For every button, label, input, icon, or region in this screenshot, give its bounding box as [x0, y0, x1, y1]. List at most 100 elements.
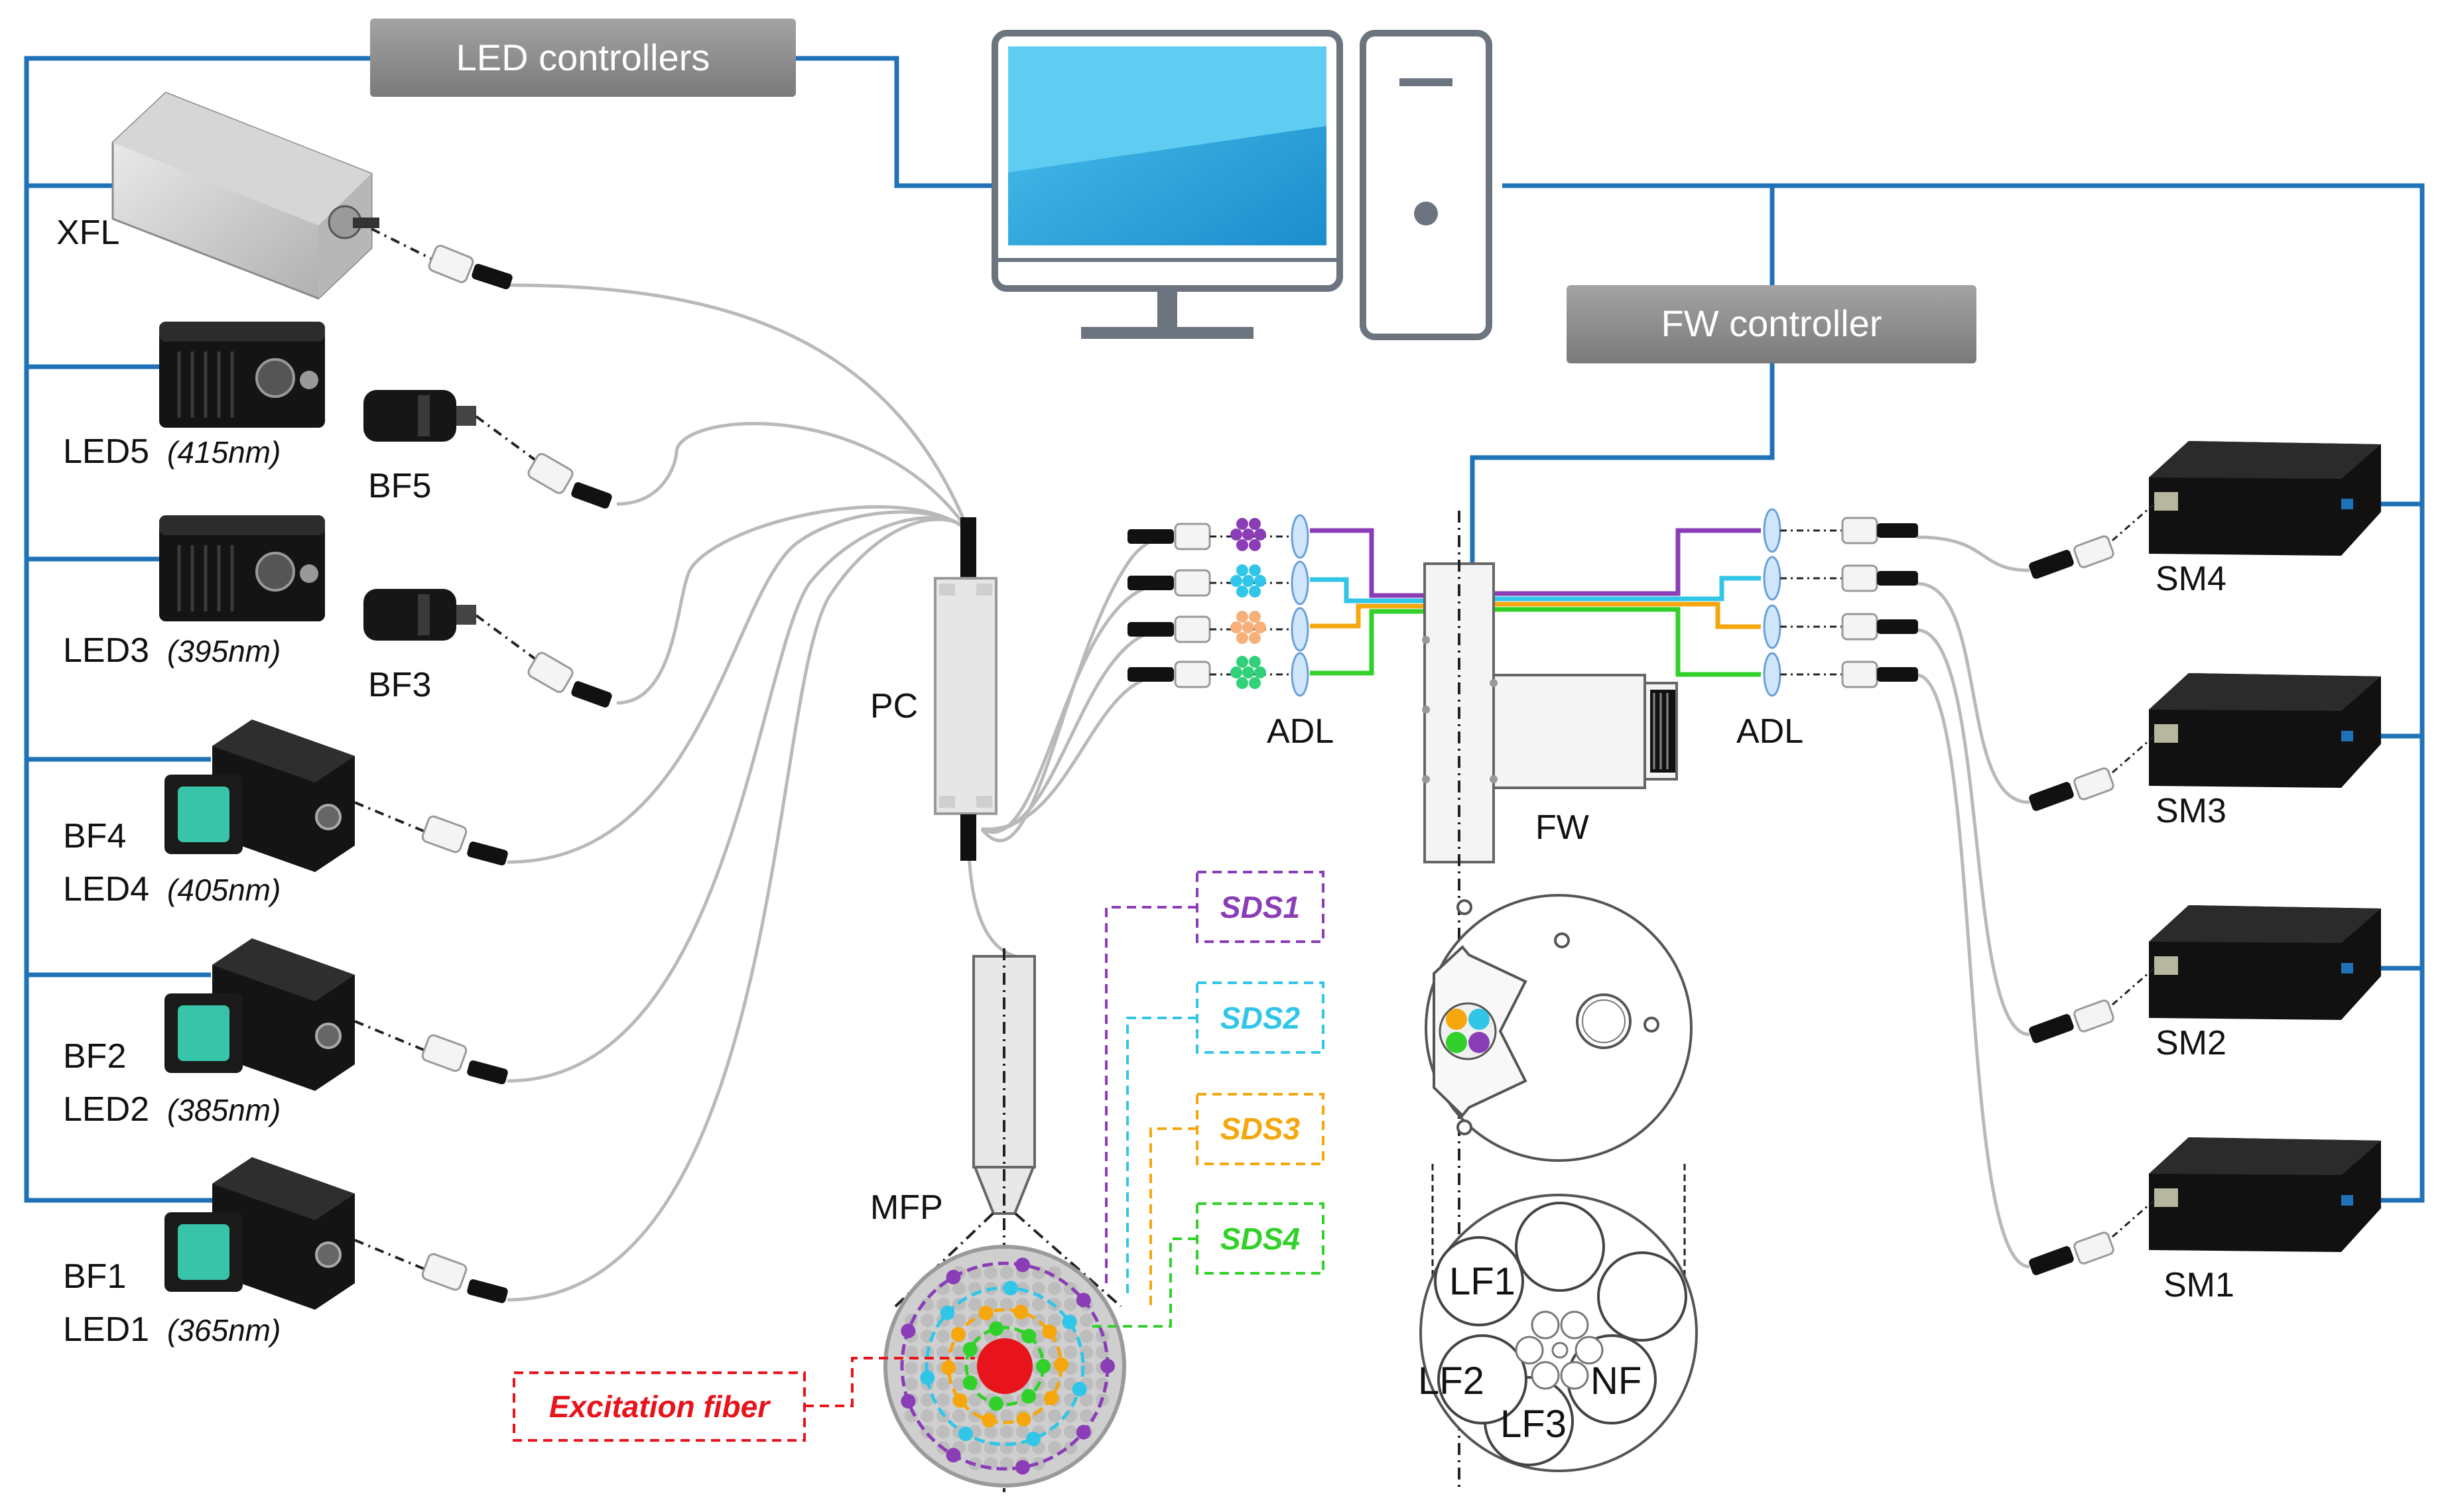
bf1-label: BF1 — [63, 1257, 126, 1296]
fiber-core — [1016, 1441, 1029, 1454]
fiber-core — [921, 1393, 934, 1407]
fw-controller-label: FW controller — [1661, 302, 1882, 344]
fiber-core — [968, 1298, 982, 1311]
fiber-core — [1032, 1282, 1045, 1295]
sds-callouts — [1088, 871, 1324, 1328]
computer — [992, 30, 1492, 340]
led3-wavelength: (395nm) — [167, 634, 281, 668]
lf1-label: LF1 — [1449, 1260, 1515, 1303]
fiber-core — [1064, 1330, 1077, 1343]
fiber-core — [936, 1393, 950, 1407]
sm3-label: SM3 — [2156, 792, 2226, 830]
led2-label: LED2 — [63, 1090, 149, 1129]
bf5-label: BF5 — [368, 467, 431, 505]
mfp-label: MFP — [870, 1188, 943, 1227]
fiber-core — [968, 1314, 982, 1327]
fiber-core — [1080, 1314, 1093, 1327]
pc-combiner-icon — [934, 517, 998, 861]
led1-label: LED1 — [63, 1310, 149, 1349]
led-controllers-box: LED controllers — [370, 19, 796, 97]
fiber-core — [952, 1377, 966, 1391]
fiber-core — [1064, 1425, 1077, 1438]
led1-source-icon — [164, 1157, 355, 1310]
fiber-core — [1000, 1298, 1013, 1311]
detection-fiber — [1026, 1431, 1041, 1446]
fiber-core — [1080, 1409, 1093, 1422]
fiber-core — [936, 1346, 950, 1359]
fiber-core — [905, 1361, 918, 1375]
fiber-core — [936, 1330, 950, 1343]
fiber-core — [1000, 1425, 1013, 1438]
xfl-label: XFL — [56, 214, 119, 252]
mfp-cross-section — [883, 1245, 1126, 1487]
fiber-core — [952, 1361, 966, 1375]
led4-source-icon — [164, 720, 355, 872]
sm2-label: SM2 — [2156, 1024, 2226, 1062]
fiber-core — [984, 1425, 998, 1438]
led2-source-icon — [164, 938, 355, 1091]
sds3-label: SDS3 — [1220, 1111, 1301, 1146]
led-controllers-label: LED controllers — [456, 36, 710, 78]
mfp-probe-icon — [894, 948, 1122, 1492]
fiber-core — [1064, 1346, 1077, 1359]
fiber-core — [1000, 1266, 1013, 1279]
fiber-core — [936, 1425, 950, 1438]
led4-wavelength: (405nm) — [167, 873, 281, 907]
fiber-core — [921, 1409, 934, 1422]
adl-right-label: ADL — [1736, 712, 1803, 751]
led3-source-icon — [159, 515, 325, 621]
lf3-label: LF3 — [1500, 1403, 1567, 1446]
bf5-filter-icon — [363, 390, 476, 442]
monitor-icon — [992, 30, 1343, 339]
sds1-label: SDS1 — [1220, 890, 1300, 924]
pc-label: PC — [870, 687, 918, 725]
adl-left-collimators — [1127, 514, 1309, 697]
fiber-core — [1000, 1457, 1013, 1470]
fiber-core — [952, 1346, 966, 1359]
led2-wavelength: (385nm) — [167, 1093, 281, 1127]
bf2-label: BF2 — [63, 1037, 126, 1076]
fiber-bundle-right — [1916, 535, 2030, 1269]
filter-wheel-detail — [1419, 1194, 1698, 1472]
excitation-callout — [513, 1357, 975, 1442]
fw-housing-detail — [1425, 894, 1693, 1366]
fiber-core — [984, 1266, 998, 1279]
detection-fiber — [989, 1321, 1004, 1336]
led4-label: LED4 — [63, 870, 149, 909]
fiber-core — [1064, 1298, 1077, 1311]
fw-controller-box: FW controller — [1567, 285, 1976, 363]
fiber-core — [1016, 1425, 1029, 1438]
fiber-core — [1048, 1314, 1061, 1327]
fiber-core — [968, 1441, 982, 1454]
source-fiber-connectors — [354, 227, 612, 1304]
fiber-core — [1080, 1393, 1093, 1407]
spectrometer-sm2-icon — [2149, 905, 2381, 1020]
sm1-label: SM1 — [2163, 1266, 2234, 1304]
led5-label: LED5 — [63, 432, 149, 471]
detection-fiber — [1013, 1304, 1028, 1320]
spectrometer-sm4-icon — [2149, 441, 2381, 556]
fiber-core — [952, 1314, 966, 1327]
xfl-light-source-icon — [111, 92, 379, 300]
fiber-core — [1032, 1298, 1045, 1311]
sds4-label: SDS4 — [1220, 1222, 1300, 1256]
fiber-core — [905, 1377, 918, 1391]
adl-right-collimators — [1763, 508, 1918, 697]
fiber-bundle-left — [507, 283, 1175, 1302]
led5-wavelength: (415nm) — [167, 435, 281, 470]
fw-label: FW — [1535, 808, 1589, 847]
beam-paths — [1310, 528, 1761, 677]
led5-source-icon — [159, 322, 325, 428]
bf4-label: BF4 — [63, 817, 126, 855]
fiber-core — [968, 1393, 982, 1407]
spectrometer-sm1-icon — [2149, 1137, 2381, 1252]
fiber-core — [952, 1282, 966, 1295]
fiber-core — [936, 1377, 950, 1391]
sm4-label: SM4 — [2156, 560, 2226, 598]
bf3-label: BF3 — [368, 666, 431, 704]
excitation-label: Excitation fiber — [549, 1389, 771, 1424]
led3-label: LED3 — [63, 631, 149, 670]
spectrometer-connectors — [2029, 503, 2155, 1275]
fiber-core — [1000, 1409, 1013, 1422]
